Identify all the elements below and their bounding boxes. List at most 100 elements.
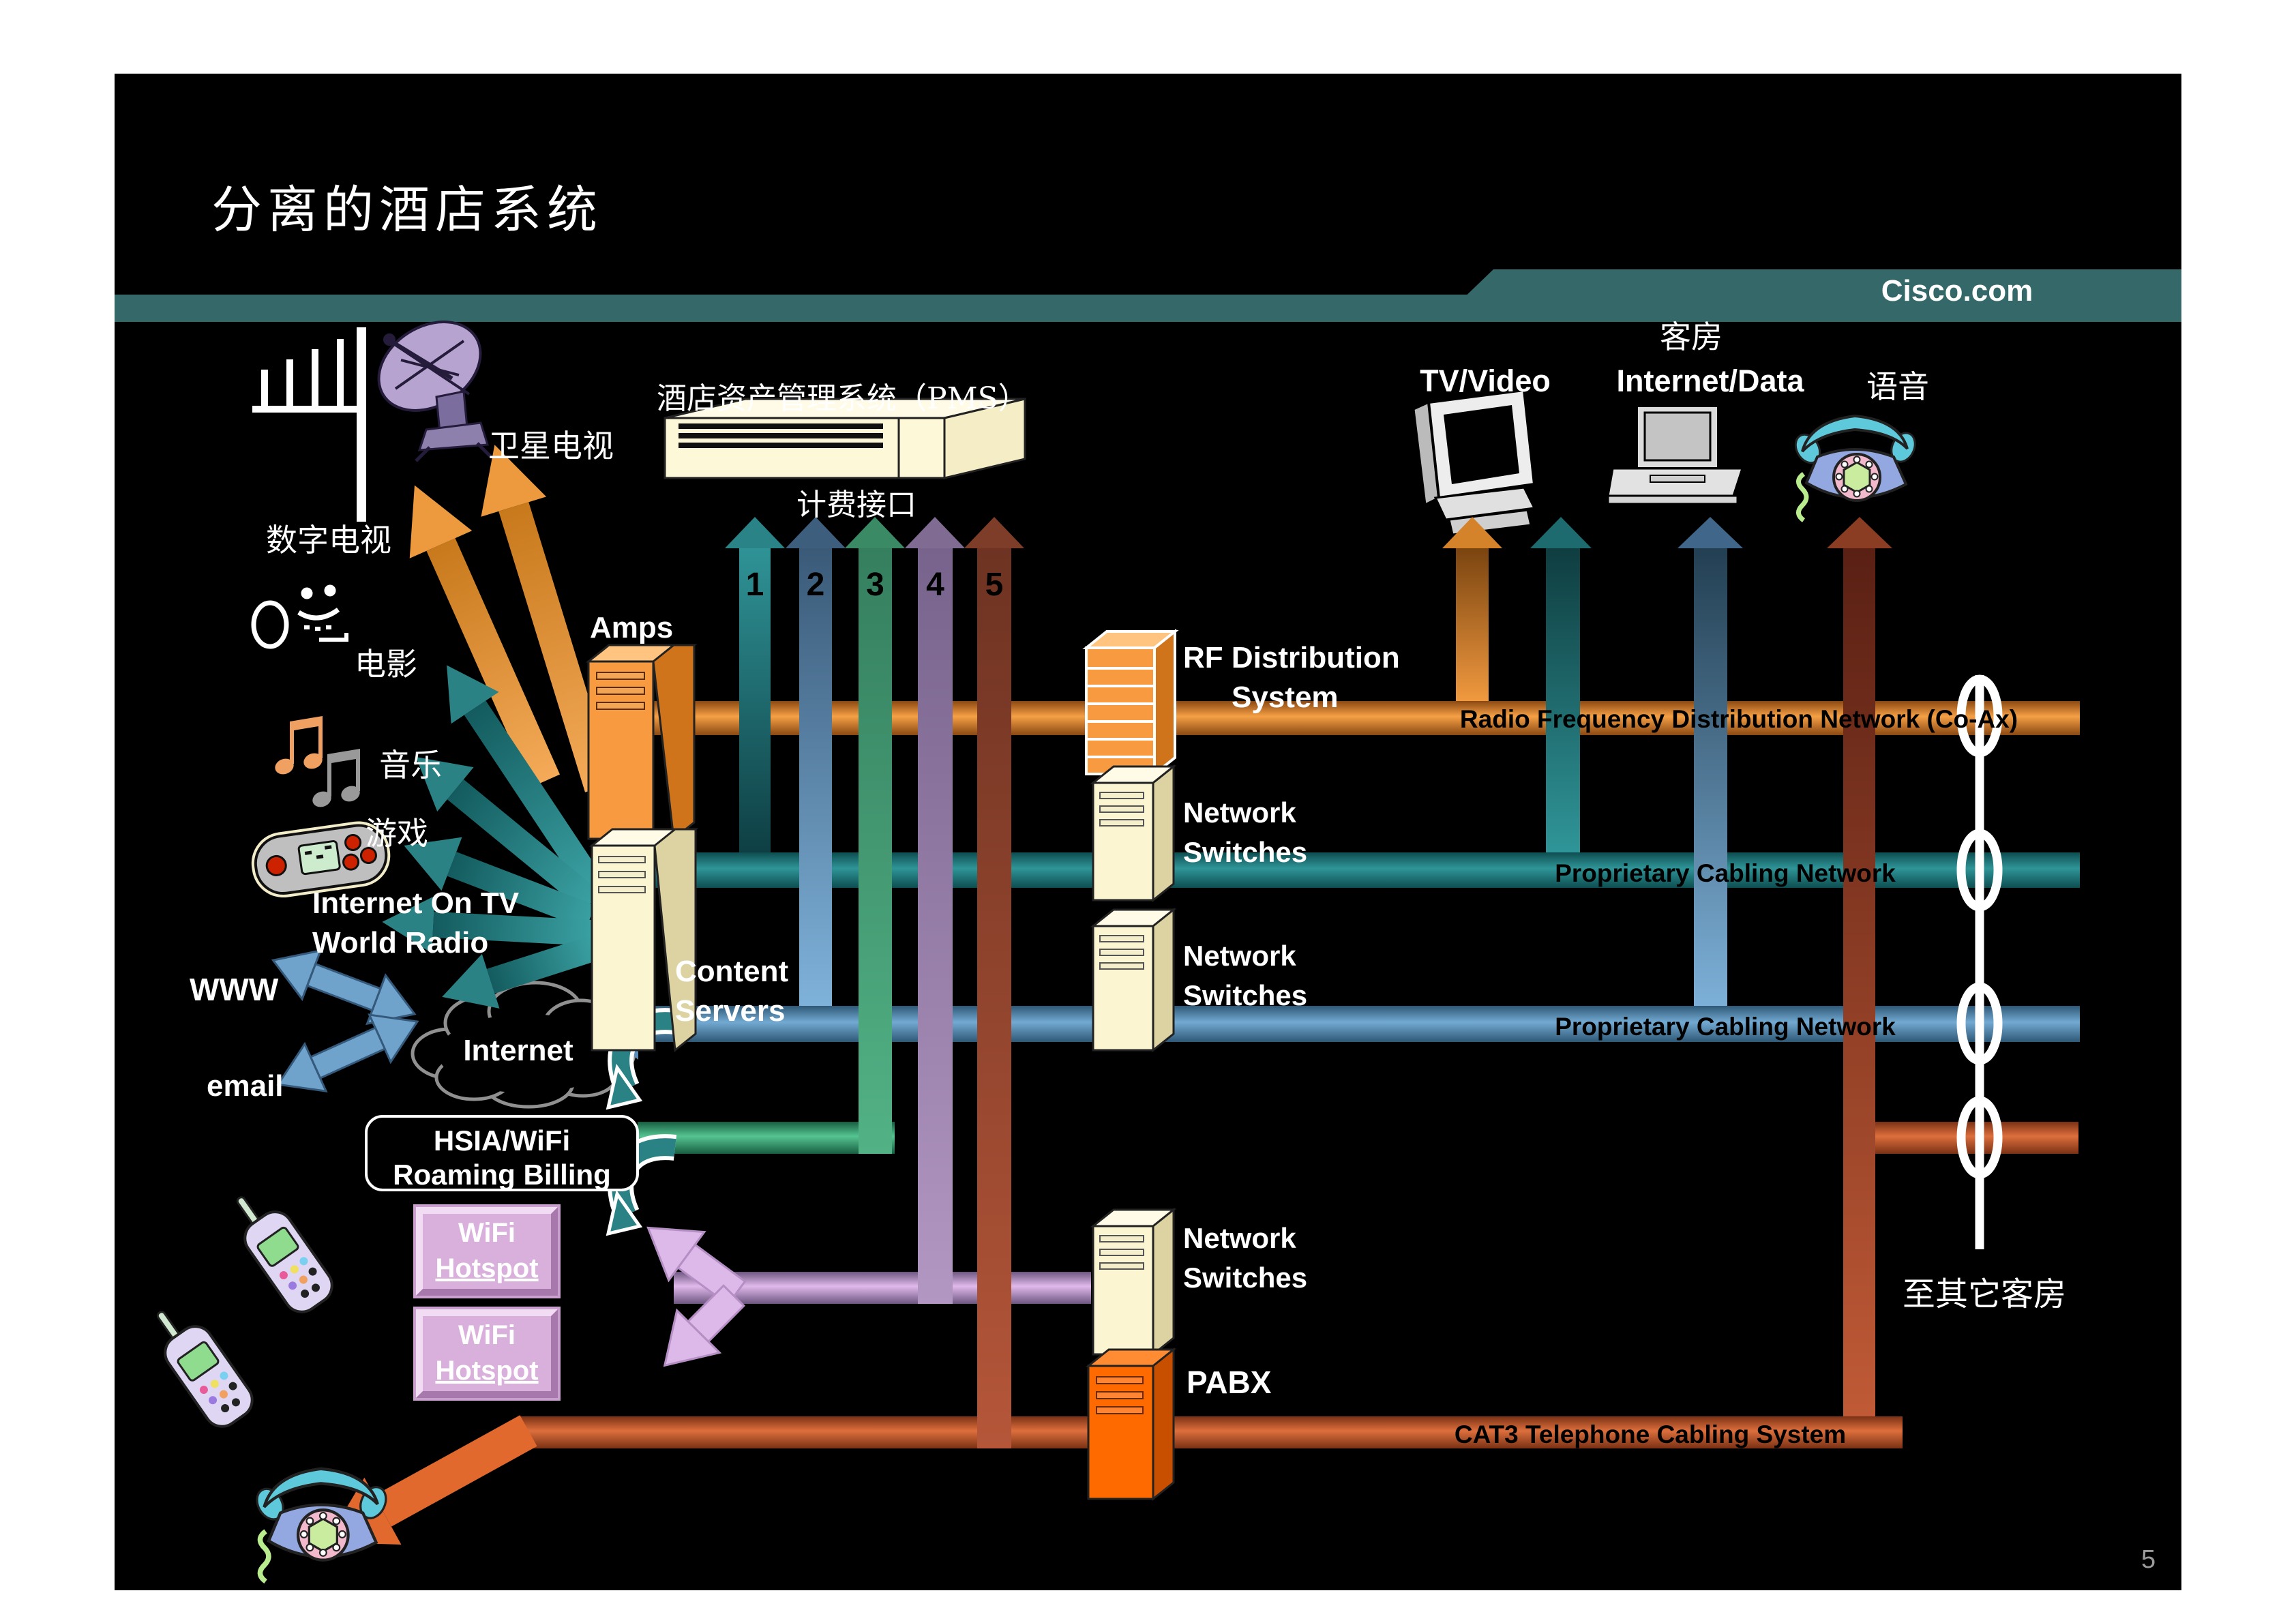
pabx-label: PABX [1187,1365,1272,1400]
digital-tv-arrow [409,485,561,788]
port2-shaft [799,548,832,1006]
voice-riser-shaft [1843,548,1875,1416]
data-riser-arrowhead [1678,517,1743,548]
digital-tv-label: 数字电视 [266,522,391,559]
tv-riser-shaft [1456,548,1489,701]
rf-label-2: System [1232,681,1339,714]
diagram-art-layer [140,321,2003,1590]
port2-arrowhead [786,517,846,548]
network-switch-2-icon [1090,907,1177,1053]
slide-background: 分离的酒店系统 Cisco.com 客房 TV/Video Internet/D… [115,74,2181,1590]
port1-shaft [739,548,771,852]
cat3-bus-label: CAT3 Telephone Cabling System [1454,1420,1847,1448]
wifi-purple-bus [674,1272,1091,1304]
internet-cloud-label: Internet [463,1034,573,1067]
port5-number: 5 [985,567,1004,603]
port2-number: 2 [806,567,825,603]
pms-label: 酒店资产管理系统（PMS） [657,381,1028,416]
analog-phone-icon [252,1469,391,1581]
tv-prop-riser-shaft [1546,548,1580,852]
hsia-line1: HSIA/WiFi [433,1125,571,1157]
movies-label: 电影 [355,646,417,683]
wifi-hotspot-box-1: WiFi Hotspot [413,1204,561,1298]
to-other-rooms-label: 至其它客房 [1902,1275,2066,1313]
prop1-bus-label: Proprietary Cabling Network [1555,859,1896,887]
wifi-hotspot-box-2: WiFi Hotspot [413,1307,561,1401]
games-label: 游戏 [366,815,428,852]
www-label: WWW [190,972,279,1007]
internet-cloud-icon [411,981,636,1109]
network-switch-1-icon [1090,764,1177,903]
switch3-label-1: Network [1183,1222,1296,1254]
voice-phone-icon [1791,416,1920,520]
tv-riser-arrowhead [1442,517,1502,548]
wifi-arrow-down [663,1284,746,1367]
wifi1-line2: Hotspot [435,1253,539,1283]
billing-interface-label: 计费接口 [796,488,916,522]
content-server-icon [588,828,699,1052]
hsia-line2: Roaming Billing [393,1159,611,1191]
network-switch-3-icon [1090,1207,1177,1357]
satellite-arrow [481,445,615,792]
wifi2-line1: WiFi [458,1320,516,1350]
rf-label-1: RF Distribution [1183,641,1400,674]
room-heading: 客房 [1660,318,1723,355]
iptv-label: Internet On TV [312,887,520,920]
port1-arrowhead [725,517,785,548]
amps-label: Amps [590,611,674,644]
amps-server-icon [585,644,698,841]
brand-logo: Cisco.com [1881,274,2033,308]
switch1-label-2: Switches [1183,836,1308,868]
rf-bus-label: Radio Frequency Distribution Network (Co… [1459,705,2018,733]
hsia-billing-box: HSIA/WiFi Roaming Billing [365,1115,639,1191]
hsia-green-bus [638,1122,895,1154]
music-label: 音乐 [379,747,442,784]
satellite-dish-icon [377,321,492,462]
brand-banner [1439,269,2181,322]
voice-riser-arrowhead [1827,517,1892,548]
laptop-icon [1607,404,1744,505]
antenna-icon [252,327,366,522]
port4-arrowhead [905,517,965,548]
email-label: email [207,1069,284,1103]
pabx-icon [1085,1347,1177,1502]
film-icon [251,584,348,649]
prop2-bus-label: Proprietary Cabling Network [1555,1013,1896,1041]
wifi1-line1: WiFi [458,1218,516,1248]
satellite-tv-label: 卫星电视 [488,428,614,464]
music-notes-icon [275,716,360,807]
mobile-phone-icon-1 [220,1180,340,1320]
content-arrows [382,665,606,1009]
port3-number: 3 [866,567,884,603]
port3-shaft [859,548,892,1154]
wifi2-line2: Hotspot [435,1356,539,1386]
port1-number: 1 [745,567,764,603]
tv-icon [1412,388,1536,536]
port4-number: 4 [926,567,944,603]
port5-arrowhead [964,517,1024,548]
tv-prop-riser-arrowhead [1530,517,1592,548]
switch2-label-1: Network [1183,940,1296,972]
room-voice-label: 语音 [1866,368,1929,405]
data-riser-shaft [1694,548,1727,1006]
switch3-label-2: Switches [1183,1262,1308,1294]
mobile-phone-icon-2 [140,1294,260,1435]
cat3-bus [518,1416,1903,1448]
room-tv-label: TV/Video [1420,363,1551,398]
content-label-1: Content [675,955,789,988]
content-label-2: Servers [675,994,786,1028]
page-number: 5 [2141,1545,2156,1574]
rf-distribution-icon [1082,628,1179,777]
port4-shaft [918,548,953,1304]
email-arrow [276,1013,419,1092]
switch1-label-1: Network [1183,796,1296,829]
port3-arrowhead [845,517,905,548]
game-controller-icon [251,821,391,898]
room-chain-icon [1956,674,2003,1249]
page-title: 分离的酒店系统 [211,181,603,239]
switch2-label-2: Switches [1183,979,1308,1011]
room-data-label: Internet/Data [1616,363,1804,398]
world-radio-label: World Radio [312,926,489,959]
pms-server-icon [664,398,1026,479]
